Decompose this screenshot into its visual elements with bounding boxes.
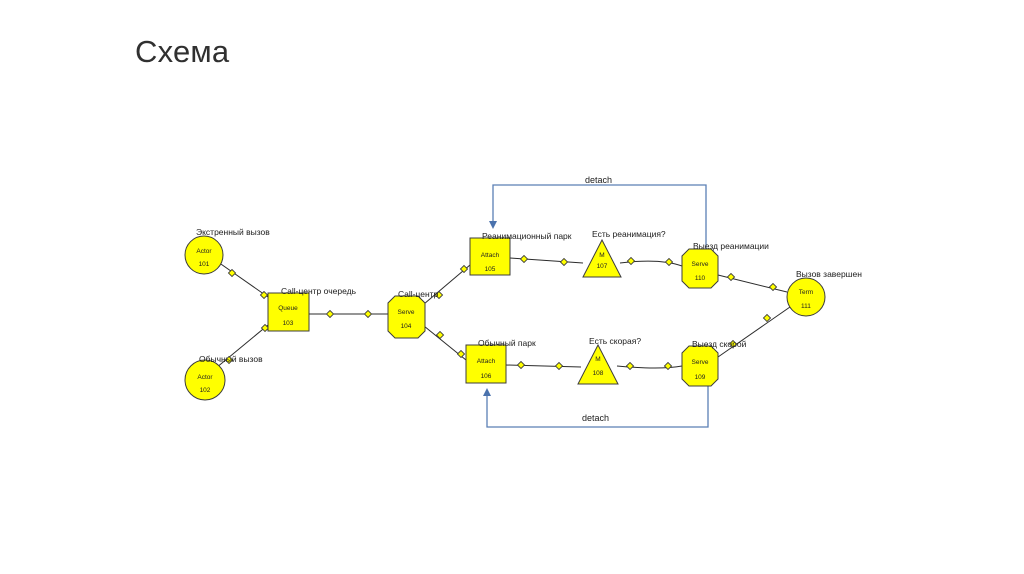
- edge-108-109: [616, 365, 683, 369]
- edge-101-103: [217, 261, 269, 298]
- node-actor-101[interactable]: Actor 101 Экстренный вызов: [184, 227, 270, 275]
- node-decision-108[interactable]: M 108 Есть скорая?: [577, 336, 641, 385]
- port: [363, 309, 373, 319]
- port: [626, 256, 636, 266]
- node-id: 110: [695, 275, 706, 282]
- node-type: Serve: [692, 359, 709, 366]
- port: [459, 264, 469, 274]
- port: [768, 282, 778, 292]
- node-attach-106[interactable]: Attach 106 Обычный парк: [465, 338, 536, 384]
- node-type: Serve: [692, 261, 709, 268]
- port: [559, 257, 569, 267]
- node-id: 108: [593, 370, 604, 377]
- detach-loop-bottom: detach: [483, 383, 709, 428]
- detach-label-top: detach: [585, 175, 612, 185]
- port: [726, 272, 736, 282]
- port: [259, 290, 269, 300]
- node-id: 103: [283, 320, 294, 327]
- port: [664, 257, 674, 267]
- port: [519, 254, 529, 264]
- node-label: Есть скорая?: [589, 336, 641, 346]
- node-id: 105: [485, 266, 496, 273]
- node-type: Actor: [196, 248, 212, 255]
- port: [434, 290, 444, 300]
- node-type: Term: [799, 289, 813, 296]
- node-label: Реанимационный парк: [482, 231, 572, 241]
- port: [554, 361, 564, 371]
- port: [663, 361, 673, 371]
- port: [435, 330, 445, 340]
- port: [325, 309, 335, 319]
- node-id: 111: [801, 303, 811, 310]
- detach-loop-top: detach: [489, 175, 707, 250]
- node-type: Actor: [197, 374, 213, 381]
- node-label: Обычный вызов: [199, 354, 263, 364]
- detach-label-bottom: detach: [582, 413, 609, 423]
- port: [625, 361, 635, 371]
- node-id: 109: [695, 374, 706, 381]
- node-label: Есть реанимация?: [592, 229, 666, 239]
- node-type: Queue: [278, 305, 298, 312]
- node-id: 104: [401, 323, 412, 330]
- node-type: Serve: [398, 309, 415, 316]
- slide-title: Схема: [135, 34, 230, 69]
- edge-109-111: [717, 306, 791, 358]
- node-label: Выезд скорой: [692, 339, 747, 349]
- node-type: M: [599, 252, 604, 259]
- node-decision-107[interactable]: M 107 Есть реанимация?: [582, 229, 666, 278]
- node-type: Attach: [477, 358, 496, 365]
- port: [227, 268, 237, 278]
- port: [224, 355, 234, 365]
- node-label: Выезд реанимации: [693, 241, 769, 251]
- edge-107-110: [619, 260, 683, 267]
- node-id: 101: [199, 261, 210, 268]
- node-label: Вызов завершен: [796, 269, 862, 279]
- node-label: Экстренный вызов: [196, 227, 270, 237]
- node-type: Attach: [481, 252, 500, 259]
- node-actor-102[interactable]: Actor 102 Обычный вызов: [184, 354, 263, 401]
- node-id: 106: [481, 373, 492, 380]
- port: [762, 313, 772, 323]
- port: [456, 349, 466, 359]
- node-serve-110[interactable]: Serve 110 Выезд реанимации: [681, 241, 769, 289]
- port: [516, 360, 526, 370]
- node-attach-105[interactable]: Attach 105 Реанимационный парк: [469, 231, 572, 276]
- port: [728, 339, 738, 349]
- node-term-111[interactable]: Term 111 Вызов завершен: [786, 269, 862, 317]
- node-label: Call-центр: [398, 289, 439, 299]
- node-type: M: [595, 356, 600, 363]
- node-label: Обычный парк: [478, 338, 536, 348]
- edge-102-103: [215, 324, 269, 369]
- node-serve-109[interactable]: Serve 109 Выезд скорой: [681, 339, 747, 387]
- node-id: 107: [597, 263, 608, 270]
- node-label: Call-центр очередь: [281, 286, 357, 296]
- node-queue-103[interactable]: Queue 103 Call-центр очередь: [267, 286, 357, 332]
- port: [260, 323, 270, 333]
- node-id: 102: [200, 387, 211, 394]
- node-serve-104[interactable]: Serve 104 Call-центр: [387, 289, 439, 339]
- edge-ports: [224, 254, 778, 371]
